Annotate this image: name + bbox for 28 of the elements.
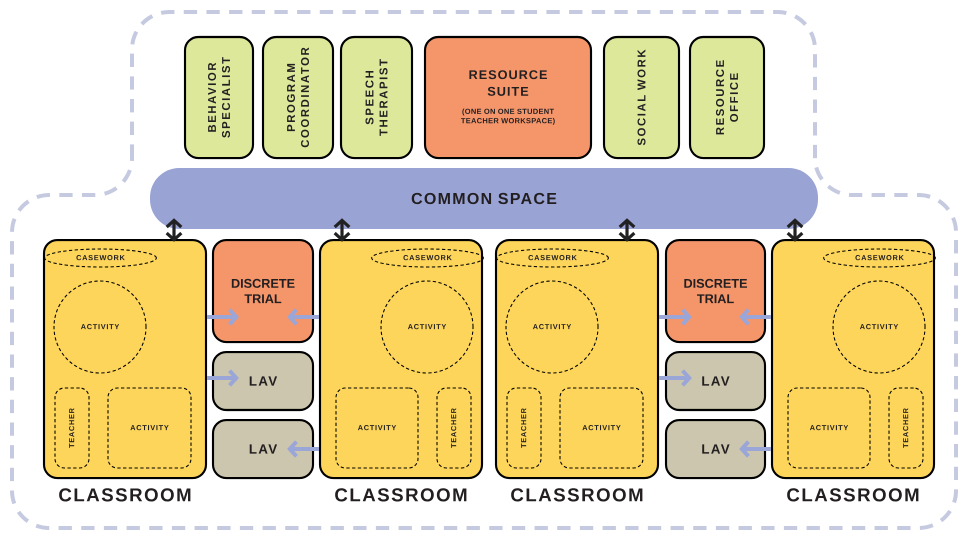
arrow xyxy=(739,308,771,326)
room-box: DISCRETE TRIAL xyxy=(664,238,766,344)
office-box: SPEECH THERAPIST xyxy=(340,36,414,160)
arrow xyxy=(739,440,771,458)
common-space-band: COMMON SPACE xyxy=(150,168,818,229)
room-box: LAV xyxy=(664,350,766,412)
arrow xyxy=(207,369,239,387)
room-label: CLASSROOM xyxy=(59,488,190,502)
arrow xyxy=(287,308,319,326)
room-box: LAV xyxy=(664,418,766,480)
arrow xyxy=(659,369,692,387)
room-label: CLASSROOM xyxy=(787,488,918,502)
room-label: CLASSROOM xyxy=(335,488,466,502)
arrow xyxy=(287,440,319,458)
office-box: BEHAVIOR SPECIALIST xyxy=(184,36,254,160)
office-box: SOCIAL WORK xyxy=(602,36,680,160)
office-box: RESOURCE OFFICE xyxy=(688,36,766,160)
room-box: DISCRETE TRIAL xyxy=(212,238,314,344)
office-box: PROGRAM COORDINATOR xyxy=(262,36,334,160)
arrow xyxy=(207,308,239,326)
room-box: LAV xyxy=(212,350,314,412)
arrow xyxy=(334,218,350,242)
arrow xyxy=(659,308,692,326)
arrow xyxy=(618,218,636,242)
room-label: CLASSROOM xyxy=(511,488,642,502)
room-box: LAV xyxy=(212,418,314,480)
arrow xyxy=(166,218,182,242)
arrow xyxy=(786,218,804,242)
